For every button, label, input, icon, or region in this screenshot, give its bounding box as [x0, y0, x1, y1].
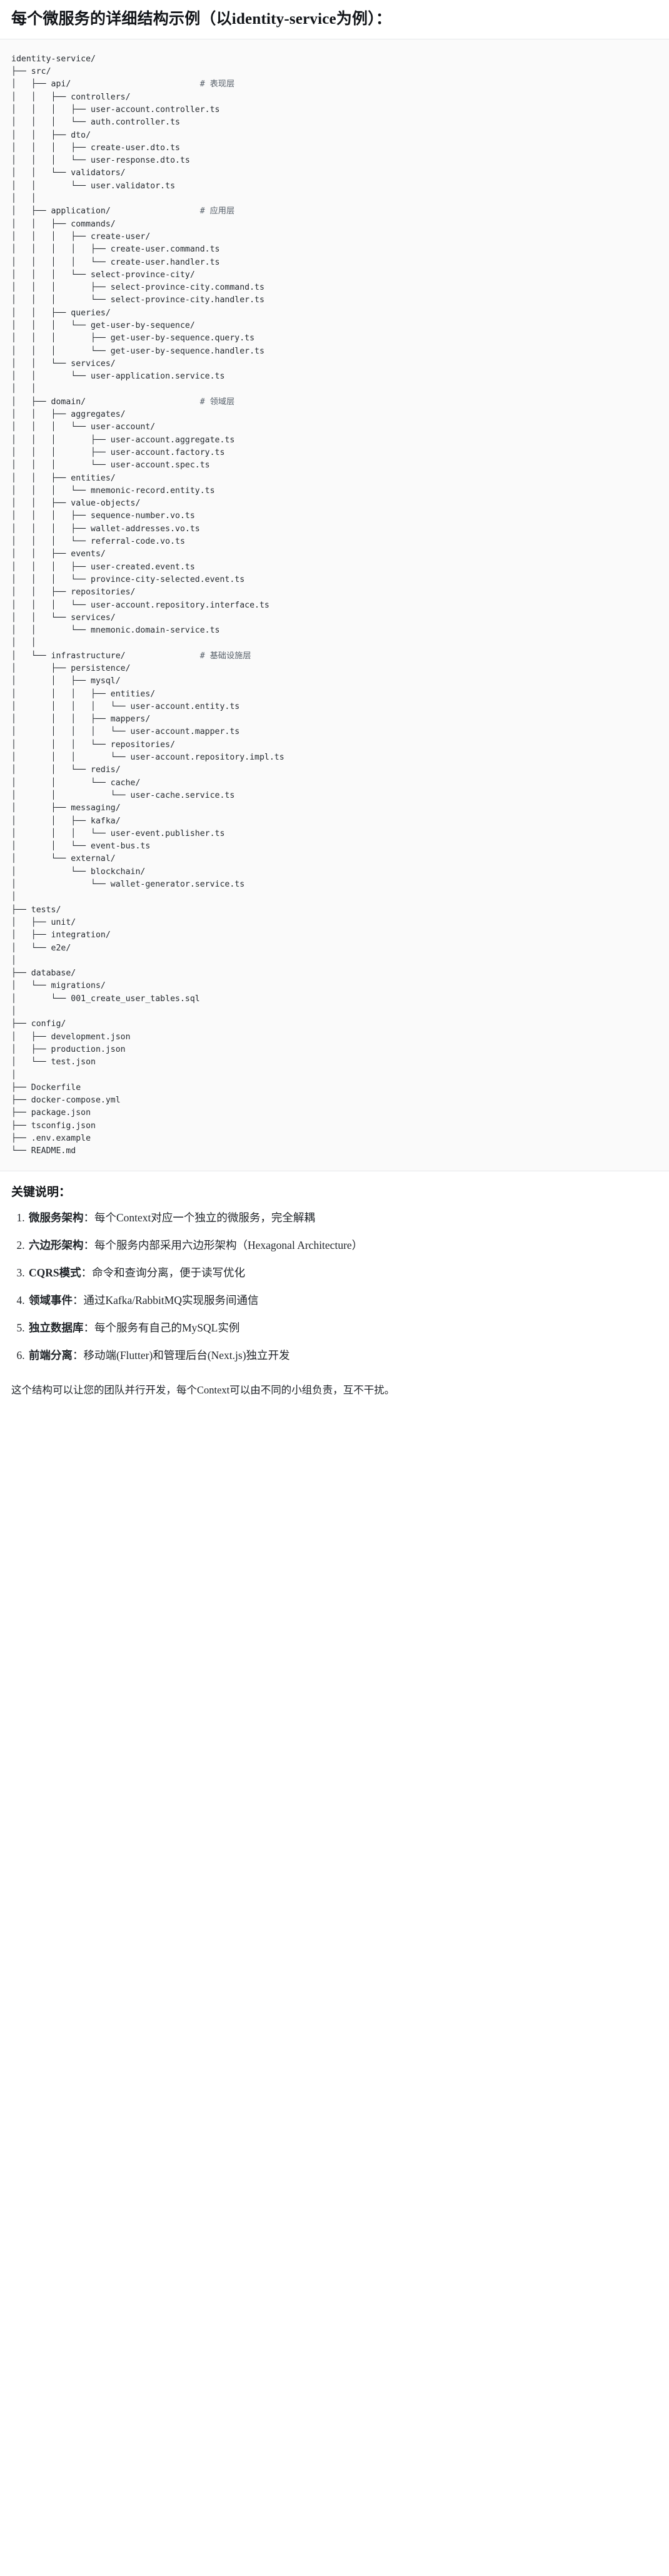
- architecture-document: 每个微服务的详细结构示例（以identity-service为例）： ident…: [0, 0, 669, 1412]
- key-note-label: 前端分离: [29, 1349, 73, 1362]
- directory-tree: identity-service/ ├── src/ │ ├── api/ # …: [11, 54, 284, 1156]
- key-note-item: 前端分离：移动端(Flutter)和管理后台(Next.js)独立开发: [28, 1347, 658, 1364]
- page-title: 每个微服务的详细结构示例（以identity-service为例）：: [11, 11, 392, 28]
- key-note-label: CQRS模式: [29, 1266, 81, 1279]
- key-note-item: 微服务架构：每个Context对应一个独立的微服务，完全解耦: [28, 1209, 658, 1226]
- key-note-label: 独立数据库: [29, 1321, 84, 1335]
- directory-tree-block: identity-service/ ├── src/ │ ├── api/ # …: [0, 39, 669, 1171]
- key-note-text: ：每个服务内部采用六边形架构（Hexagonal Architecture）: [83, 1238, 363, 1251]
- tree-layer-comment: # 领域层: [199, 397, 235, 407]
- tree-layer-comment: # 应用层: [199, 206, 235, 216]
- key-note-label: 微服务架构: [29, 1211, 84, 1224]
- key-note-item: 领域事件：通过Kafka/RabbitMQ实现服务间通信: [28, 1292, 658, 1309]
- key-note-item: 六边形架构：每个服务内部采用六边形架构（Hexagonal Architectu…: [28, 1237, 658, 1254]
- key-note-text: ：每个Context对应一个独立的微服务，完全解耦: [83, 1211, 315, 1224]
- key-note-label: 领域事件: [29, 1293, 73, 1306]
- key-note-text: ：移动端(Flutter)和管理后台(Next.js)独立开发: [73, 1349, 290, 1362]
- key-note-item: 独立数据库：每个服务有自己的MySQL实例: [28, 1320, 658, 1336]
- key-note-item: CQRS模式：命令和查询分离，便于读写优化: [28, 1265, 658, 1281]
- key-note-text: ：通过Kafka/RabbitMQ实现服务间通信: [73, 1293, 259, 1306]
- key-note-label: 六边形架构: [29, 1238, 84, 1251]
- key-note-text: ：每个服务有自己的MySQL实例: [83, 1321, 240, 1335]
- key-notes-list: 微服务架构：每个Context对应一个独立的微服务，完全解耦六边形架构：每个服务…: [11, 1209, 658, 1365]
- tree-layer-comment: # 表现层: [199, 79, 235, 89]
- key-notes-section: 关键说明： 微服务架构：每个Context对应一个独立的微服务，完全解耦六边形架…: [0, 1171, 669, 1379]
- tree-layer-comment: # 基础设施层: [199, 651, 251, 661]
- closing-paragraph: 这个结构可以让您的团队并行开发，每个Context可以由不同的小组负责，互不干扰…: [11, 1384, 395, 1397]
- key-note-text: ：命令和查询分离，便于读写优化: [81, 1266, 246, 1279]
- key-notes-heading: 关键说明：: [11, 1185, 71, 1199]
